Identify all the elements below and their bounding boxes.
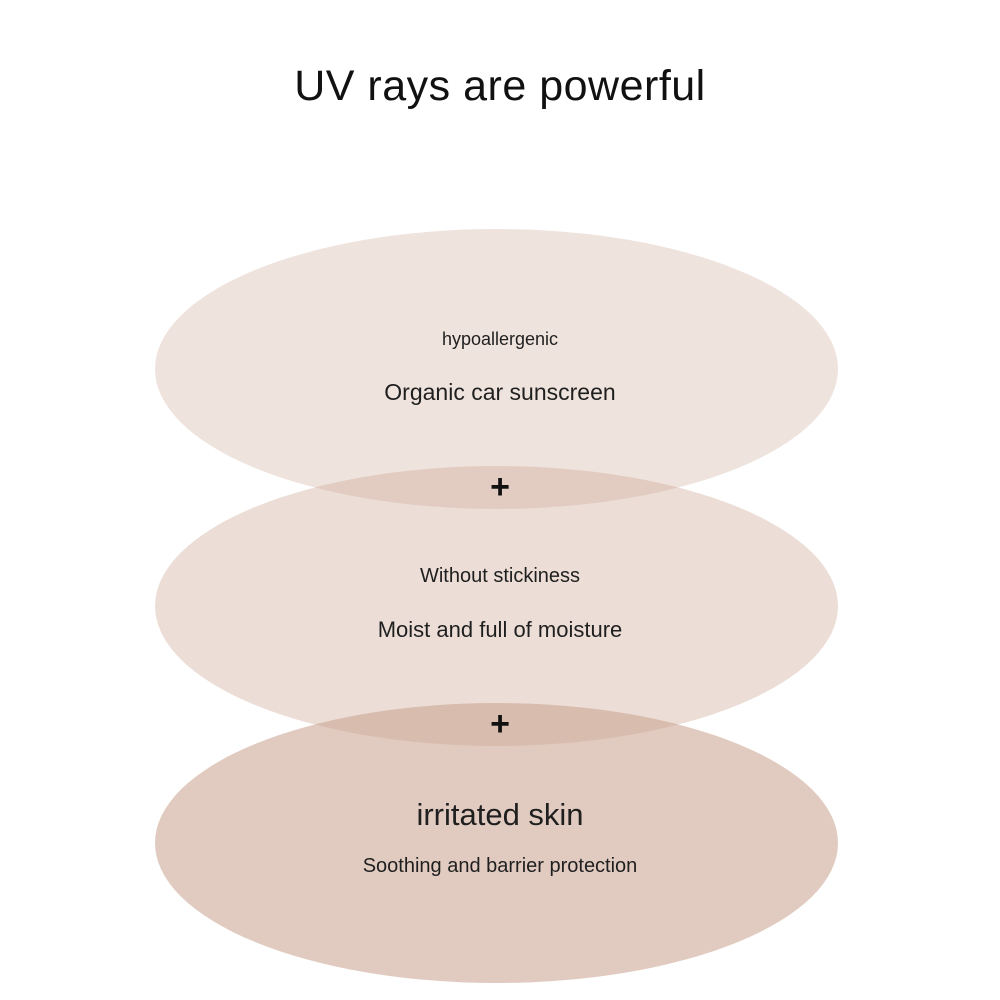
page-title: UV rays are powerful	[294, 62, 706, 110]
layer-2-subtitle: Without stickiness	[419, 565, 581, 587]
layer-3-title: irritated skin	[416, 797, 584, 832]
layer-ellipse-1	[155, 229, 838, 509]
plus-icon-1: +	[490, 468, 510, 506]
layer-1-subtitle: hypoallergenic	[441, 329, 559, 349]
layer-2-title: Moist and full of moisture	[377, 617, 623, 642]
plus-icon-2: +	[490, 705, 510, 743]
layer-3-subtitle: Soothing and barrier protection	[362, 855, 638, 877]
layer-ellipse-2	[155, 466, 838, 746]
layer-ellipse-3	[155, 703, 838, 983]
layer-1-title: Organic car sunscreen	[384, 379, 616, 405]
